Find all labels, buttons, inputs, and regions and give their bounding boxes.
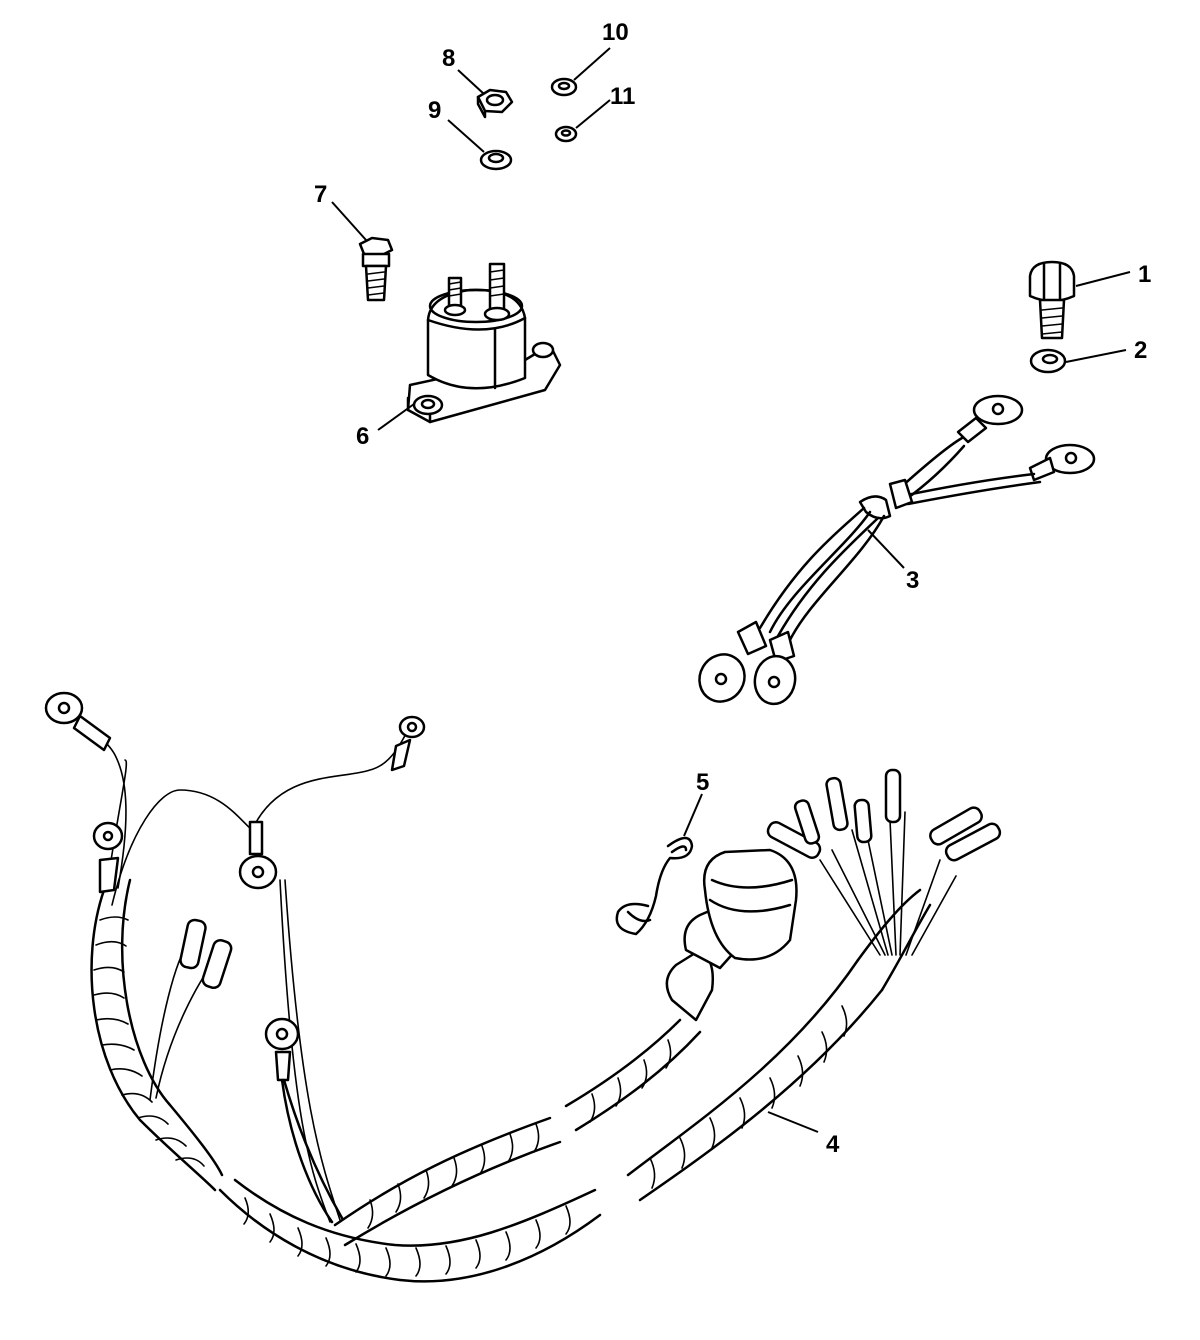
callout-8: 8 <box>442 45 455 72</box>
callout-11: 11 <box>610 83 635 110</box>
callout-1: 1 <box>1138 261 1151 288</box>
callout-3: 3 <box>906 567 919 594</box>
wiring-harness-part-4 <box>44 691 1002 1283</box>
leader-lines <box>331 47 1131 1133</box>
callout-9: 9 <box>428 97 441 124</box>
battery-cable-part-3 <box>698 394 1096 706</box>
clip-part-5 <box>615 836 694 936</box>
bolt-part-1 <box>1028 260 1076 340</box>
bolt-part-7 <box>358 236 394 302</box>
callout-4: 4 <box>826 1131 840 1158</box>
callout-2: 2 <box>1134 337 1147 364</box>
lock-washer-part-2 <box>1029 348 1067 374</box>
solenoid-part-6 <box>406 262 562 424</box>
callout-10: 10 <box>602 19 629 46</box>
hex-nut-part-8 <box>476 88 514 119</box>
small-nut-part-10 <box>550 77 578 97</box>
callout-numbers: 1 2 3 4 5 6 7 8 9 10 11 <box>314 19 1151 1158</box>
callout-6: 6 <box>356 423 369 450</box>
small-washer-part-11 <box>554 125 578 143</box>
callout-5: 5 <box>696 769 709 796</box>
callout-7: 7 <box>314 181 327 208</box>
lock-washer-part-9 <box>479 149 513 171</box>
